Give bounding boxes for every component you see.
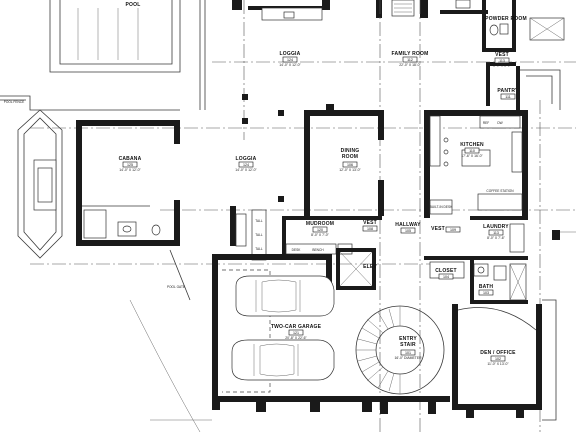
svg-text:124: 124: [243, 163, 249, 167]
car-top-icon: [235, 275, 335, 317]
family-room: FAMILY ROOM 112 22'-0" X 18'-0": [326, 51, 428, 110]
loggia-lower: LOGGIA 124 14'-0" X 12'-0": [235, 110, 284, 202]
svg-text:11'-0" X 13'-0": 11'-0" X 13'-0": [487, 362, 509, 366]
svg-text:102: 102: [495, 357, 501, 361]
pool-fence-label: POOL FENCE: [4, 100, 24, 104]
svg-text:111: 111: [505, 95, 510, 99]
svg-text:8'-0" X 7'-0": 8'-0" X 7'-0": [311, 233, 329, 237]
svg-text:14'-0" X 12'-0": 14'-0" X 12'-0": [279, 63, 301, 67]
svg-text:BENCH: BENCH: [312, 248, 324, 252]
svg-text:TALL: TALL: [255, 247, 263, 251]
loggia-upper-label: LOGGIA: [280, 51, 301, 57]
powder-room-label: POWDER ROOM: [485, 16, 527, 22]
vest-pantry: VEST 113 5'-0" X 6'-0" PANTRY 111: [486, 52, 561, 110]
pool-area: POOL POOL FENCE: [0, 0, 206, 111]
svg-text:112: 112: [407, 58, 413, 62]
pantry-label: PANTRY: [497, 88, 519, 94]
svg-text:14'-0" X 12'-0": 14'-0" X 12'-0": [119, 168, 141, 172]
family-room-label: FAMILY ROOM: [392, 51, 429, 57]
vest-kitchen-label: VEST: [431, 226, 445, 232]
kitchen-label: KITCHEN: [460, 142, 484, 148]
car-bottom-icon: [231, 339, 335, 381]
svg-text:104: 104: [443, 275, 449, 279]
laundry: LAUNDRY 113 8'-0" X 7'-6": [424, 216, 528, 260]
svg-text:120: 120: [317, 228, 323, 232]
svg-text:8'-0" X 7'-6": 8'-0" X 7'-6": [487, 236, 505, 240]
den-office-label: DEN / OFFICE: [480, 350, 516, 356]
pool-gate-label: POOL GATE: [167, 285, 185, 289]
top-wall-region: [232, 0, 488, 21]
elevator: ELEV: [336, 248, 377, 290]
svg-text:113: 113: [499, 59, 505, 63]
svg-text:106: 106: [347, 163, 353, 167]
bath-label: BATH: [479, 284, 494, 290]
garage: TWO-CAR GARAGE 121 20'-8" X 22'-6": [212, 254, 372, 412]
svg-text:TALL: TALL: [255, 219, 263, 223]
grid-lines: [30, 0, 576, 432]
svg-text:16'-0" DIAMETER: 16'-0" DIAMETER: [394, 356, 422, 360]
site-lines: [129, 230, 576, 432]
loggia-upper: LOGGIA 124 14'-0" X 12'-0": [242, 51, 302, 124]
elev-label: ELEV: [363, 264, 377, 270]
den-office: DEN / OFFICE 102 11'-0" X 13'-0": [452, 299, 557, 421]
loggia-lower-label: LOGGIA: [236, 156, 257, 162]
svg-text:14'-0" X 12'-0": 14'-0" X 12'-0": [235, 168, 257, 172]
svg-text:121: 121: [293, 331, 299, 335]
hallway-label: HALLWAY: [395, 222, 421, 228]
bath: BATH 103: [470, 260, 528, 304]
svg-text:REF: REF: [483, 121, 489, 125]
mudroom-label: MUDROOM: [306, 221, 334, 227]
vest-upper-label: VEST: [495, 52, 509, 58]
laundry-label: LAUNDRY: [483, 224, 509, 230]
hallway: HALLWAY 105 VEST 108 VEST 109: [362, 220, 461, 234]
svg-text:103: 103: [483, 291, 489, 295]
svg-text:124: 124: [287, 58, 293, 62]
svg-text:DESK: DESK: [292, 248, 302, 252]
vest-mid-label: VEST: [363, 220, 377, 226]
svg-text:125: 125: [127, 163, 133, 167]
pool-label: POOL: [126, 2, 141, 8]
closet: CLOSET 104: [429, 261, 465, 280]
svg-text:22'-0" X 18'-0": 22'-0" X 18'-0": [399, 63, 421, 67]
svg-text:109: 109: [450, 228, 456, 232]
cabana-label: CABANA: [119, 156, 142, 162]
svg-text:20'-8" X 22'-6": 20'-8" X 22'-6": [285, 336, 307, 340]
svg-text:5'-0" X 6'-0": 5'-0" X 6'-0": [493, 64, 511, 68]
svg-text:108: 108: [367, 227, 373, 231]
closet-label: CLOSET: [435, 268, 456, 274]
svg-text:BUILT-IN DESK: BUILT-IN DESK: [430, 205, 453, 209]
powder-room: POWDER ROOM: [482, 0, 565, 52]
svg-text:105: 105: [405, 229, 411, 233]
svg-text:DW: DW: [497, 121, 502, 125]
svg-text:COFFEE STATION: COFFEE STATION: [486, 189, 514, 193]
svg-text:17'-6" X 16'-0": 17'-6" X 16'-0": [461, 154, 483, 158]
garage-label: TWO-CAR GARAGE: [271, 324, 322, 330]
svg-text:110: 110: [469, 149, 475, 153]
cabana: CABANA 125 14'-0" X 12'-0" POOL GATE: [17, 109, 191, 301]
svg-text:TALL: TALL: [255, 233, 263, 237]
svg-text:12'-0" X 13'-0": 12'-0" X 13'-0": [339, 168, 361, 172]
mudroom: TALL TALL TALL MUDROOM 120 8'-0" X 7'-0"…: [230, 206, 382, 261]
svg-text:113: 113: [493, 231, 499, 235]
kitchen: REF DW COFFEE STATION KITCHEN 110 17'-6"…: [424, 110, 528, 218]
svg-text:101: 101: [405, 351, 411, 355]
